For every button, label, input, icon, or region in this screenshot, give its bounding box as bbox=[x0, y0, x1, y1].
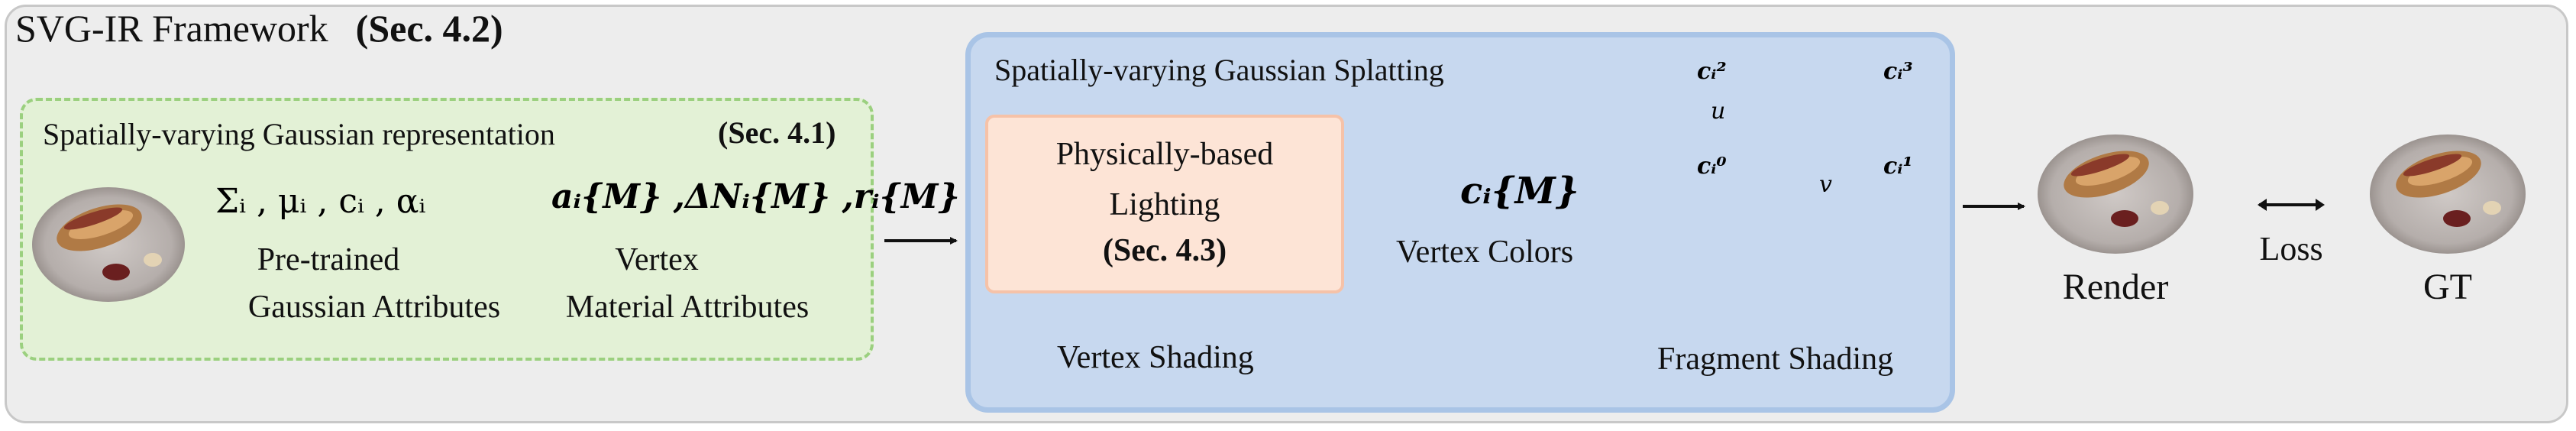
vertex-colors-math: cᵢ{M} bbox=[1460, 170, 1579, 212]
lighting-line-2: Lighting bbox=[1109, 187, 1220, 222]
vertex-shading-label: Vertex Shading bbox=[1057, 340, 1254, 375]
gaussian-representation-box bbox=[20, 98, 874, 361]
input-plate-image bbox=[32, 187, 185, 302]
material-attributes-label: Material Attributes bbox=[565, 290, 810, 325]
gt-label: GT bbox=[2423, 267, 2472, 307]
corner-c0-label: cᵢ⁰ bbox=[1697, 153, 1727, 180]
representation-title: Spatially-varying Gaussian representatio… bbox=[43, 117, 555, 151]
render-label: Render bbox=[2062, 267, 2169, 307]
fragment-shading-label: Fragment Shading bbox=[1657, 342, 1894, 377]
v-label: v bbox=[1819, 171, 1832, 198]
render-plate-image bbox=[2038, 134, 2193, 254]
lighting-box bbox=[985, 115, 1344, 293]
framework-sec-ref: (Sec. 4.2) bbox=[355, 7, 503, 50]
u-label: u bbox=[1711, 98, 1726, 125]
vertex-material-math: aᵢ{M} ,ΔNᵢ{M} ,rᵢ{M} bbox=[551, 177, 960, 216]
framework-title-text: SVG-IR Framework bbox=[15, 7, 328, 50]
framework-title: SVG-IR Framework (Sec. 4.2) bbox=[15, 6, 503, 50]
loss-label: Loss bbox=[2259, 230, 2323, 267]
vertex-colors-label: Vertex Colors bbox=[1396, 235, 1574, 270]
lighting-sec-ref: (Sec. 4.3) bbox=[1102, 233, 1227, 268]
pretrained-label: Pre-trained bbox=[257, 242, 400, 277]
gaussian-attributes-label: Gaussian Attributes bbox=[247, 290, 501, 325]
corner-c2-label: cᵢ² bbox=[1697, 58, 1727, 85]
corner-c1-label: cᵢ¹ bbox=[1883, 153, 1913, 180]
representation-sec-ref: (Sec. 4.1) bbox=[718, 115, 836, 150]
pretrained-attributes-math: Σᵢ , μᵢ , cᵢ , αᵢ bbox=[215, 182, 426, 221]
vertex-label: Vertex bbox=[615, 242, 699, 277]
splatting-title: Spatially-varying Gaussian Splatting bbox=[994, 53, 1444, 87]
corner-c3-label: cᵢ³ bbox=[1883, 58, 1913, 85]
gt-plate-image bbox=[2370, 134, 2526, 254]
lighting-line-1: Physically-based bbox=[1055, 137, 1274, 172]
